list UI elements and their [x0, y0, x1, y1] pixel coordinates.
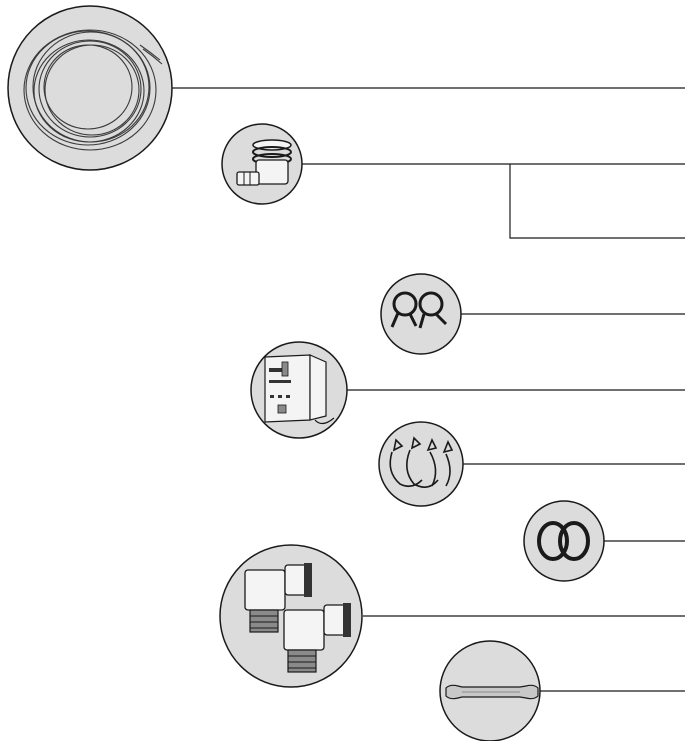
part-o-rings	[523, 500, 605, 582]
part-elbow-connector	[221, 123, 303, 205]
retaining-clip-icon	[389, 436, 454, 488]
spring-clip-icon	[390, 291, 448, 329]
part-connector-tube	[439, 640, 541, 741]
control-box-icon	[264, 354, 335, 425]
connector-tube-icon	[445, 684, 539, 700]
part-control-unit	[250, 341, 348, 439]
threaded-elbow-icon	[244, 563, 351, 673]
part-retaining-clips	[378, 421, 464, 507]
part-coiled-tubing	[7, 5, 173, 171]
leader-lines	[172, 87, 685, 692]
leader-line-elbow-connector-branch	[509, 164, 685, 239]
tubing-coil-icon	[23, 29, 163, 151]
o-ring-icon	[537, 521, 590, 561]
part-hose-clips	[380, 273, 462, 355]
elbow-fitting-icon	[236, 139, 292, 186]
part-threaded-elbows	[219, 544, 363, 688]
